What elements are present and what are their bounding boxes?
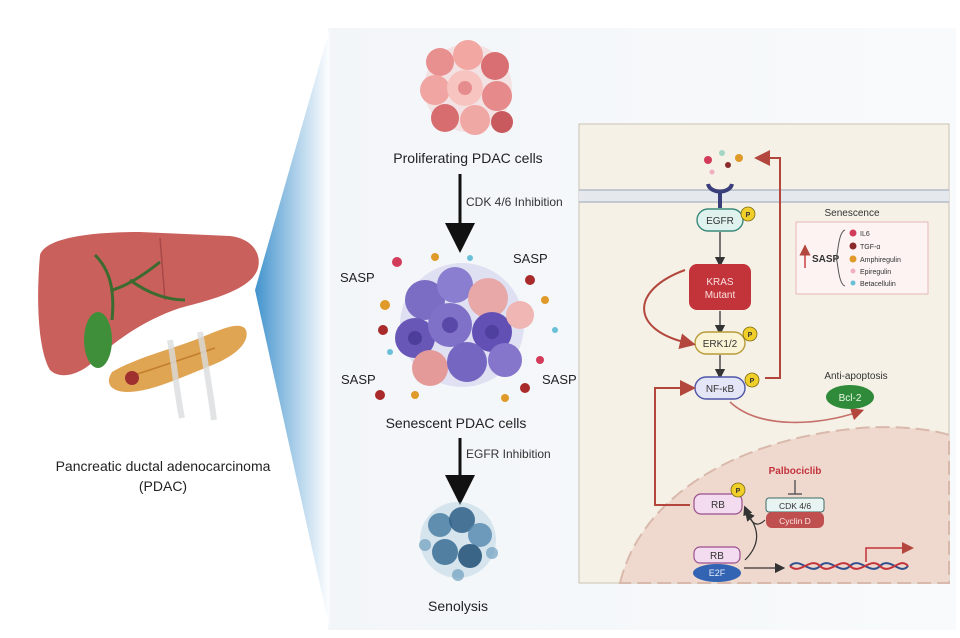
sasp-factor-dots — [375, 253, 558, 402]
phospho-erk — [742, 326, 758, 342]
proliferating-label: Proliferating PDAC cells — [393, 150, 542, 166]
cyclin-d-node — [766, 512, 824, 528]
rb-bottom-label: RB — [710, 551, 724, 562]
sasp-label-bottom-right: SASP — [542, 372, 577, 387]
sasp-key-label: SASP — [812, 254, 840, 265]
legend-dot-epiregulin — [850, 268, 856, 274]
pancreas-icon — [108, 325, 247, 392]
dna-helix-icon — [789, 562, 909, 570]
transcription-start-arrow — [865, 542, 914, 562]
legend-dot-tgfa — [849, 242, 857, 250]
egfr-inhibition-label: EGFR Inhibition — [466, 447, 551, 461]
palbociclib-label: Palbociclib — [769, 466, 822, 477]
anti-apoptosis-label: Anti-apoptosis — [824, 371, 887, 382]
legend-amphiregulin: Amphiregulin — [860, 257, 901, 264]
phospho-rb-label: P — [736, 488, 741, 495]
rb-e2f-to-rb-arrow — [744, 511, 758, 561]
zoom-wedge — [255, 28, 330, 630]
phospho-erk-label: P — [748, 332, 753, 339]
senescent-cells-illustration — [395, 263, 534, 387]
legend-il6: IL6 — [860, 231, 870, 238]
kras-label: KRAS — [706, 277, 734, 288]
legend-epiregulin: Epiregulin — [860, 269, 891, 276]
legend-dot-amphiregulin — [849, 255, 857, 263]
tumor-icon — [125, 371, 139, 385]
cyclin-d-label: Cyclin D — [779, 516, 811, 526]
legend-dot-betacellulin — [850, 280, 856, 286]
sasp-brace — [835, 229, 846, 287]
cdk46-label: CDK 4/6 — [779, 501, 811, 511]
senolysis-label: Senolysis — [428, 598, 488, 614]
cdk-inhibition-label: CDK 4/6 Inhibition — [466, 195, 563, 209]
phospho-nfkb-label: P — [750, 378, 755, 385]
rb-top-label: RB — [711, 500, 725, 511]
sasp-legend-box — [795, 221, 929, 295]
proliferating-cells-illustration — [420, 40, 513, 135]
bcl2-node — [826, 385, 874, 409]
egfr-node — [696, 208, 744, 232]
kras-node — [689, 264, 751, 310]
sasp-label-bottom-left: SASP — [341, 372, 376, 387]
left-caption-line1: Pancreatic ductal adenocarcinoma — [56, 458, 271, 474]
legend-tgfa: TGF-α — [860, 244, 880, 251]
erk-label: ERK1/2 — [703, 339, 738, 350]
egfr-to-erk-bypass-arrow — [643, 269, 696, 350]
nfkb-label: NF-κB — [706, 384, 735, 395]
senescent-label: Senescent PDAC cells — [386, 415, 527, 431]
e2f-label: E2F — [709, 568, 726, 578]
senescence-title: Senescence — [824, 208, 879, 219]
ligand-dots — [704, 150, 743, 175]
liver-pancreas-illustration — [38, 232, 259, 421]
rb-to-nfkb-arrow — [654, 380, 696, 506]
nfkb-to-bcl2-arrow — [729, 401, 865, 424]
e2f-node — [693, 564, 741, 582]
rb-phospho-node — [693, 493, 743, 515]
receptor-icon — [706, 183, 734, 194]
phospho-nfkb — [744, 372, 760, 388]
left-caption-line2: (PDAC) — [139, 478, 187, 494]
bcl2-label: Bcl-2 — [839, 393, 862, 404]
gallbladder-icon — [84, 312, 112, 368]
phospho-egfr — [740, 206, 756, 222]
rb-bottom-node — [693, 546, 741, 564]
sasp-label-top-right: SASP — [513, 251, 548, 266]
legend-dot-il6 — [849, 229, 857, 237]
phospho-egfr-label: P — [746, 212, 751, 219]
bile-duct-icon — [93, 253, 186, 321]
kras-sub-label: Mutant — [705, 290, 736, 301]
phospho-rb — [730, 482, 746, 498]
legend-betacellulin: Betacellulin — [860, 281, 896, 288]
cell-membrane — [579, 190, 949, 202]
sasp-label-top-left: SASP — [340, 270, 375, 285]
nfkb-to-ligand-arrow — [754, 150, 781, 379]
senolysis-illustration — [419, 502, 498, 581]
egfr-label: EGFR — [706, 216, 734, 227]
